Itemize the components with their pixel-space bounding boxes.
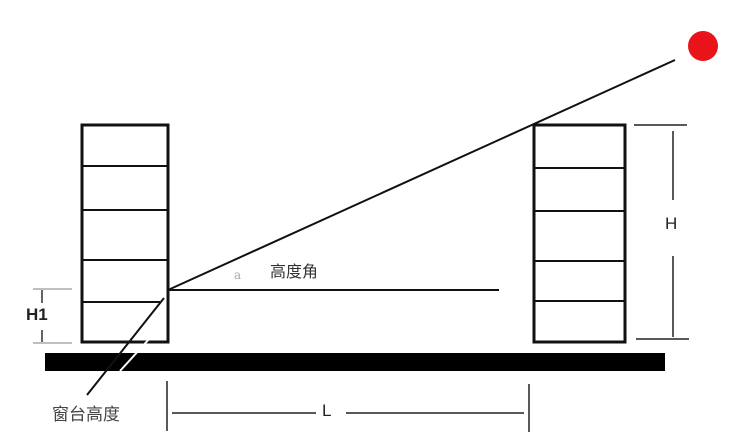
right-building <box>532 123 627 344</box>
sun-icon <box>688 31 718 61</box>
l-label: L <box>322 401 332 420</box>
left-building <box>80 123 170 344</box>
windowsill-height-label: 窗台高度 <box>52 405 120 425</box>
sun-ray-line <box>167 59 676 291</box>
altitude-angle-label: 高度角 <box>270 262 319 281</box>
h-dimension <box>634 124 689 340</box>
h1-label: H1 <box>26 305 48 324</box>
h1-dimension <box>33 288 72 344</box>
windowsill-leader-line <box>86 297 165 396</box>
angle-symbol-label: a <box>234 268 242 282</box>
l-dimension <box>166 381 530 432</box>
ground-bar <box>45 353 665 371</box>
h-label: H <box>665 214 678 233</box>
